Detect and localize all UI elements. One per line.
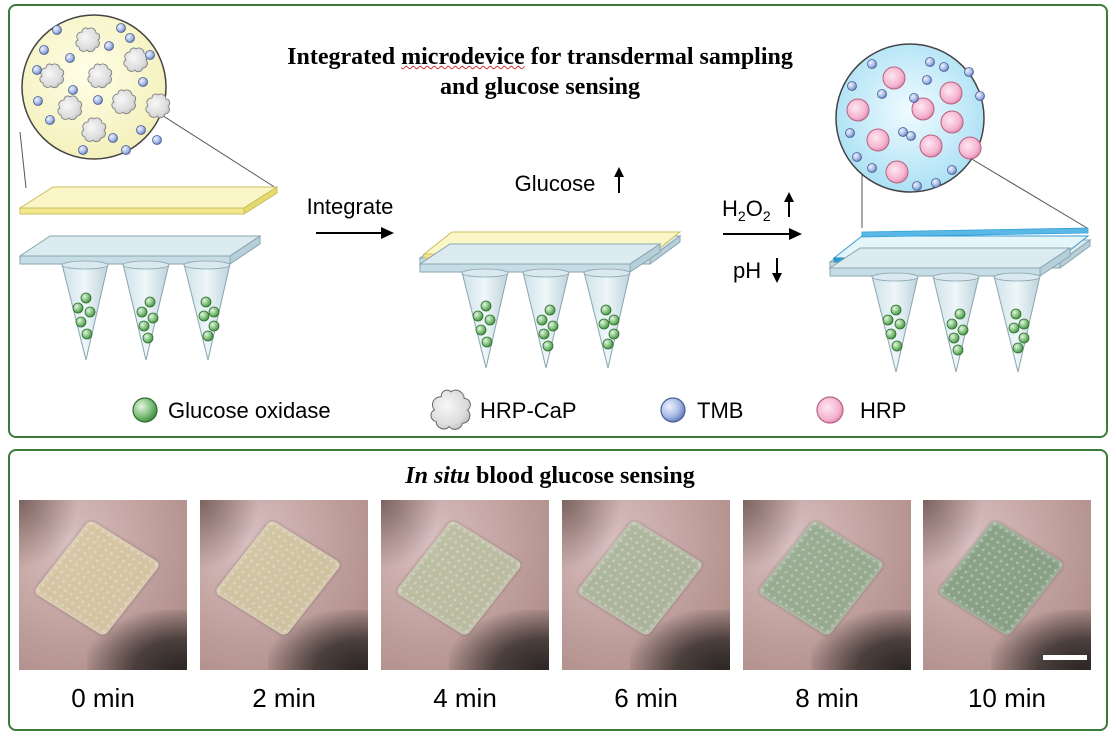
bottom-title-italic: In situ — [405, 463, 470, 489]
photo-6-min — [562, 500, 730, 670]
legend-item-glucose-oxidase: Glucose oxidase — [132, 397, 331, 423]
gray-cloud-icon — [430, 389, 472, 431]
time-label-8: 8 min — [795, 683, 859, 713]
time-label-6: 6 min — [614, 683, 678, 713]
photo-0-min — [19, 500, 187, 670]
legend-label: Glucose oxidase — [168, 398, 331, 423]
ph-down-arrow — [772, 258, 782, 283]
microneedle-array-left — [20, 236, 260, 360]
legend-item-hrp: HRP — [816, 396, 906, 424]
hrp-cap-film — [18, 186, 279, 215]
hrp-cap-magnified-view — [19, 14, 277, 189]
main-title: Integrated microdevice for transdermal s… — [240, 42, 840, 102]
time-label-0: 0 min — [71, 683, 135, 713]
legend-label: TMB — [697, 398, 743, 423]
title-spellcheck-word: microdevice — [401, 44, 525, 70]
bottom-title: In situ blood glucose sensing — [300, 461, 800, 491]
integrate-label: Integrate — [307, 194, 394, 219]
integrate-arrow — [316, 227, 394, 239]
pink-sphere-icon — [816, 396, 844, 424]
process-diagram: Integrate Glucose H2O2 pH — [18, 14, 1092, 431]
photo-10-min — [923, 500, 1091, 670]
h2o2-up-arrow — [784, 192, 794, 217]
scale-bar — [1043, 655, 1087, 660]
ph-label: pH — [733, 258, 761, 283]
blue-film-edge — [861, 227, 1089, 238]
glucose-label: Glucose — [515, 171, 596, 196]
bottom-title-rest: blood glucose sensing — [470, 463, 695, 489]
title-line1-start: Integrated — [287, 44, 402, 70]
legend-label: HRP-CaP — [480, 398, 577, 423]
microdevice-after-sensing — [828, 235, 1092, 372]
legend-item-hrp-cap: HRP-CaP — [430, 389, 577, 431]
photo-4-min — [381, 500, 549, 670]
green-sphere-icon — [132, 397, 158, 423]
tmb-hrp-magnified-view — [835, 43, 1088, 229]
time-label-10: 10 min — [967, 683, 1047, 713]
integrated-microdevice — [418, 231, 682, 368]
time-label-4: 4 min — [433, 683, 497, 713]
glucose-up-arrow — [614, 167, 624, 193]
photo-8-min — [743, 500, 911, 670]
blue-sphere-icon — [660, 397, 686, 423]
reaction-arrow — [723, 228, 802, 240]
title-line2: and glucose sensing — [439, 74, 641, 100]
legend: Glucose oxidase HRP-CaP TMB HRP — [132, 389, 906, 431]
title-line1-end: for transdermal sampling — [524, 44, 793, 70]
legend-label: HRP — [860, 398, 906, 423]
h2o2-label: H2O2 — [722, 196, 771, 224]
legend-item-tmb: TMB — [660, 397, 743, 423]
time-label-2: 2 min — [252, 683, 316, 713]
photo-2-min — [200, 500, 368, 670]
